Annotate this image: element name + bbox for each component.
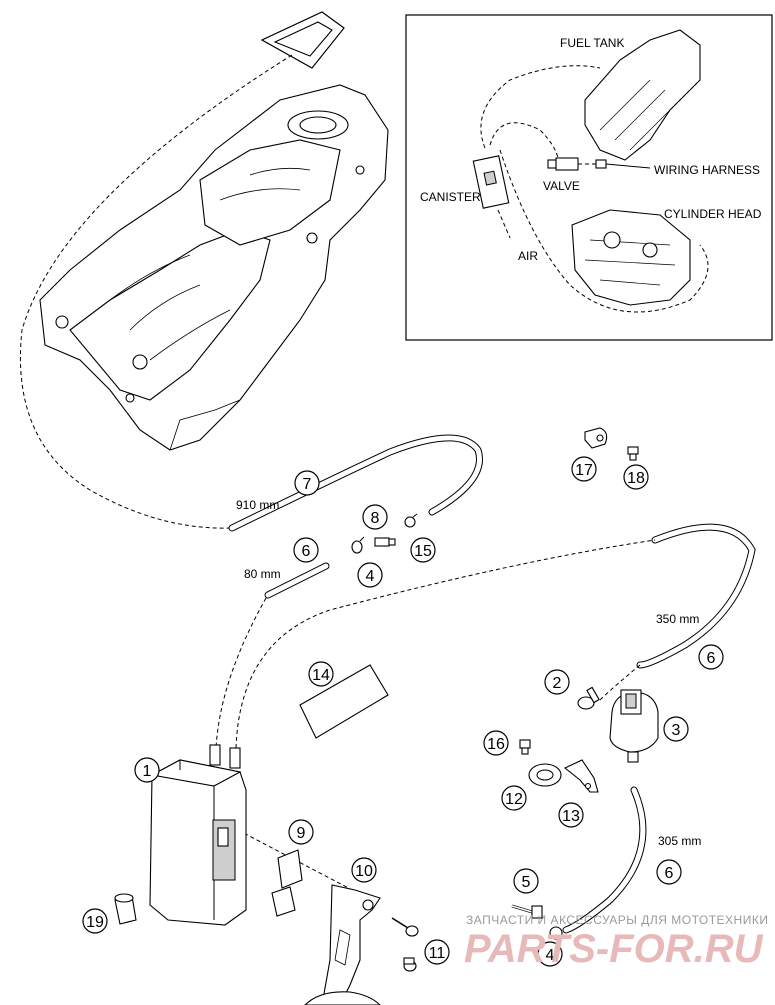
screw-part-16 [519, 739, 531, 755]
svg-text:10: 10 [355, 863, 373, 880]
svg-text:3: 3 [672, 722, 681, 739]
hose-length-305: 305 mm [658, 834, 701, 848]
svg-text:2: 2 [553, 675, 562, 692]
hose-length-910: 910 mm [236, 498, 279, 512]
canister-part-1 [149, 744, 247, 926]
fuel-tank-illustration [39, 11, 389, 451]
callout-5: 5 [513, 868, 539, 894]
protective-sheet-part-14 [299, 664, 389, 739]
callout-12: 12 [501, 785, 527, 811]
clip-part-9 [271, 849, 303, 917]
svg-text:9: 9 [297, 825, 306, 842]
inset-label-valve: VALVE [543, 179, 580, 193]
system-overview-inset: FUEL TANK CANISTER VALVE WIRING HARNESS … [405, 14, 773, 341]
callout-2: 2 [544, 669, 570, 695]
callout-7: 7 [294, 470, 320, 496]
svg-text:12: 12 [505, 791, 523, 808]
svg-text:11: 11 [429, 945, 446, 962]
callout-15: 15 [410, 537, 436, 563]
callout-1: 1 [134, 757, 160, 783]
screw-part-18 [627, 446, 639, 461]
svg-text:6: 6 [665, 865, 674, 882]
svg-text:14: 14 [312, 667, 330, 684]
inset-label-cylinder-head: CYLINDER HEAD [664, 207, 762, 221]
svg-text:6: 6 [707, 650, 716, 667]
svg-text:4: 4 [546, 947, 555, 964]
callout-8: 8 [362, 504, 388, 530]
watermark: ЗАПЧАСТИ И АКСЕССУАРЫ ДЛЯ МОТОТЕХНИКИ PA… [464, 913, 768, 971]
callout-6-b: 6 [698, 644, 724, 670]
svg-text:4: 4 [366, 568, 375, 585]
hose-part-7 [228, 434, 483, 532]
route-line-tank [19, 54, 293, 529]
hose-part-6-short [264, 562, 330, 599]
callout-10: 10 [351, 857, 377, 883]
callout-19: 19 [82, 908, 108, 934]
clamp-part-12 [528, 763, 562, 787]
hose-part-6-lower [562, 786, 647, 934]
callout-4-upper: 4 [357, 562, 383, 588]
svg-text:1: 1 [143, 763, 152, 780]
svg-text:15: 15 [414, 543, 432, 560]
inset-label-canister: CANISTER [420, 190, 481, 204]
svg-text:13: 13 [562, 808, 580, 825]
screw-part-5 [511, 904, 543, 919]
inset-label-wiring-harness: WIRING HARNESS [654, 163, 760, 177]
bracket-part-13 [563, 759, 599, 793]
screw-part-2 [577, 686, 600, 710]
svg-text:7: 7 [303, 476, 312, 493]
callout-6-a: 6 [293, 537, 319, 563]
callout-6-c: 6 [656, 859, 682, 885]
route-line-valve [599, 664, 641, 701]
watermark-tagline: ЗАПЧАСТИ И АКСЕССУАРЫ ДЛЯ МОТОТЕХНИКИ [466, 913, 768, 927]
clip-part-17 [584, 427, 608, 449]
svg-text:16: 16 [487, 736, 505, 753]
hose-length-80: 80 mm [244, 567, 281, 581]
svg-text:6: 6 [302, 543, 311, 560]
callout-16: 16 [483, 730, 509, 756]
watermark-brand: PARTS-FOR.RU [464, 927, 764, 971]
callout-17: 17 [571, 456, 597, 482]
callout-9: 9 [288, 819, 314, 845]
inset-label-fuel-tank: FUEL TANK [560, 36, 624, 50]
route-line-canister-1 [215, 597, 267, 749]
callout-3: 3 [663, 716, 689, 742]
inset-label-air: AIR [518, 249, 538, 263]
svg-text:18: 18 [627, 470, 645, 487]
hose-part-6-long [636, 523, 756, 669]
route-line-canister-2 [235, 539, 656, 749]
screw-part-11-lower [403, 957, 417, 972]
callout-11: 11 [424, 939, 450, 965]
clamp-part-4-upper [351, 536, 365, 554]
svg-text:5: 5 [522, 874, 531, 891]
connector-part-8 [374, 537, 396, 547]
screw-part-11-upper [391, 917, 419, 937]
bracket-part-10 [304, 884, 381, 1005]
callout-4-lower: 4 [537, 941, 563, 967]
clamp-part-4-lower [549, 926, 563, 940]
clamp-part-15 [404, 513, 418, 528]
callout-13: 13 [558, 802, 584, 828]
valve-part-3 [609, 689, 659, 763]
svg-text:19: 19 [86, 914, 104, 931]
hose-length-350: 350 mm [656, 612, 699, 626]
rubber-part-19 [114, 893, 137, 925]
callout-18: 18 [623, 464, 649, 490]
callout-14: 14 [308, 661, 334, 687]
svg-text:8: 8 [371, 510, 380, 527]
svg-text:17: 17 [575, 462, 593, 479]
